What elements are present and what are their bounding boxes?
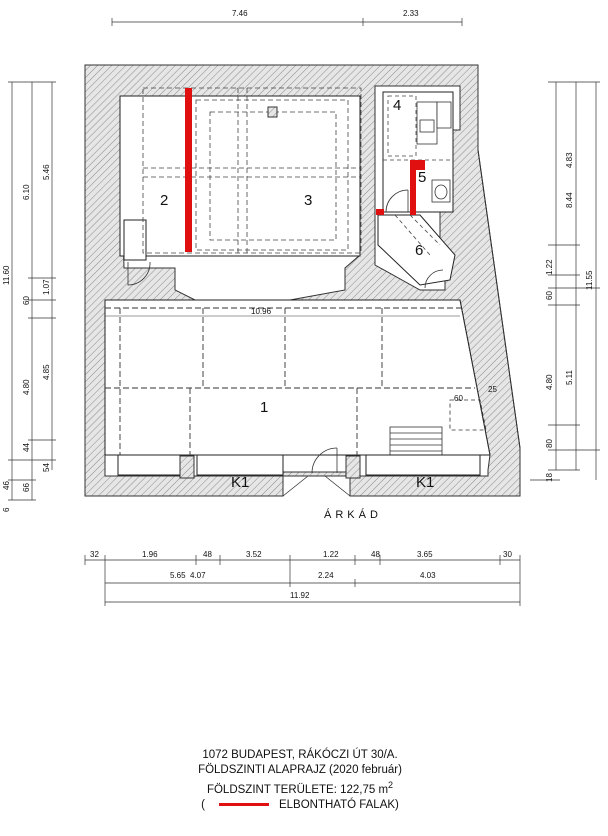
svg-text:44: 44	[22, 443, 31, 452]
svg-text:2.24: 2.24	[318, 571, 334, 580]
svg-text:5.65: 5.65	[170, 571, 186, 580]
room-label-6: 6	[415, 242, 423, 259]
right-dimension-lines	[530, 81, 600, 481]
svg-text:6: 6	[2, 507, 11, 512]
toilet-fixture	[431, 179, 451, 203]
bottom-dim-labels-row2: 5.65 4.07 2.24 4.03	[170, 571, 436, 580]
pillars	[179, 455, 361, 479]
caption-area-sup: 2	[388, 780, 394, 790]
room-label-2: 2	[160, 192, 168, 209]
svg-text:6.10: 6.10	[22, 184, 31, 200]
svg-text:60: 60	[545, 291, 554, 300]
svg-text:1.22: 1.22	[323, 550, 339, 559]
svg-text:11.60: 11.60	[2, 265, 11, 285]
caption-title: FÖLDSZINTI ALAPRAJZ (2020 február)	[198, 764, 402, 776]
legend-open: (	[201, 798, 205, 811]
k1-label-left: K1	[231, 474, 249, 491]
svg-text:18: 18	[545, 473, 554, 482]
svg-text:66: 66	[22, 483, 31, 492]
svg-text:5.46: 5.46	[42, 164, 51, 180]
svg-text:4.80: 4.80	[22, 379, 31, 395]
svg-text:1.96: 1.96	[142, 550, 158, 559]
caption-legend: ( ELBONTHATÓ FALAK)	[0, 798, 600, 813]
svg-text:8.44: 8.44	[565, 192, 574, 208]
svg-text:1.07: 1.07	[42, 279, 51, 295]
svg-text:10.96: 10.96	[251, 307, 272, 316]
svg-text:48: 48	[203, 550, 212, 559]
svg-text:4.83: 4.83	[565, 152, 574, 168]
room-label-5: 5	[418, 169, 426, 186]
stairs	[389, 399, 487, 458]
bottom-dim-labels-row1: 32 1.96 48 3.52 1.22 48 3.65 30	[90, 550, 512, 559]
plan-caption: 1072 BUDAPEST, RÁKÓCZI ÚT 30/A. FÖLDSZIN…	[0, 748, 600, 813]
caption-area-text: FÖLDSZINT TERÜLETE: 122,75 m	[206, 783, 389, 796]
caption-area: FÖLDSZINT TERÜLETE: 122,75 m2	[0, 778, 600, 798]
svg-text:1.22: 1.22	[545, 259, 554, 275]
top-dimension-line	[111, 18, 463, 26]
demolishable-wall-5	[410, 160, 425, 215]
left-dim-labels: 11.60 6.10 5.46 1.07 60 4.80 4.85 44 54 …	[2, 164, 51, 512]
bottom-dimension-lines	[84, 555, 521, 606]
room-label-3: 3	[304, 192, 312, 209]
floor-plan: 1 2 3 4 5 6 K1 K1 ÁRKÁD 10.96 60 25 7.46…	[2, 9, 600, 606]
inner-dim-1096: 10.96	[105, 307, 460, 317]
svg-text:32: 32	[90, 550, 99, 559]
inner-dim-60: 60	[454, 394, 463, 403]
right-facade	[477, 149, 521, 449]
demolishable-wall-small	[376, 209, 384, 215]
left-dimension-lines	[8, 81, 56, 501]
svg-text:46: 46	[2, 481, 11, 490]
door-room6	[424, 269, 444, 289]
chimney-square	[267, 106, 278, 118]
svg-text:5.11: 5.11	[565, 369, 574, 385]
svg-text:3.52: 3.52	[246, 550, 262, 559]
door-room2	[127, 261, 151, 286]
sink-fixture	[416, 101, 452, 145]
rooms-upper-left	[119, 95, 361, 261]
svg-text:60: 60	[22, 296, 31, 305]
svg-text:4.07: 4.07	[190, 571, 206, 580]
svg-text:48: 48	[371, 550, 380, 559]
front-facade	[117, 454, 481, 476]
demolishable-wall-2-3	[185, 88, 192, 252]
inner-dim-25: 25	[488, 385, 497, 394]
rooms-upper-left-dashed	[142, 87, 362, 254]
door-room5	[385, 189, 409, 213]
entrance-door	[282, 447, 351, 497]
caption-address: 1072 BUDAPEST, RÁKÓCZI ÚT 30/A.	[202, 749, 398, 761]
top-dim-2: 2.33	[403, 9, 419, 18]
top-dim-1: 7.46	[232, 9, 248, 18]
bottom-dim-total: 11.92	[290, 591, 310, 600]
svg-text:54: 54	[42, 463, 51, 472]
svg-text:4.85: 4.85	[42, 364, 51, 380]
svg-text:4.03: 4.03	[420, 571, 436, 580]
legend-label: ELBONTHATÓ FALAK)	[278, 798, 399, 811]
svg-text:4.80: 4.80	[545, 374, 554, 390]
room1-beams	[105, 299, 491, 456]
svg-text:30: 30	[503, 550, 512, 559]
arkad-label: ÁRKÁD	[324, 508, 382, 521]
room-label-1: 1	[260, 399, 268, 416]
room-label-4: 4	[393, 97, 401, 114]
legend-red-line	[218, 803, 269, 807]
svg-text:11.55: 11.55	[585, 270, 594, 290]
k1-label-right: K1	[416, 474, 434, 491]
svg-text:80: 80	[545, 439, 554, 448]
svg-text:3.65: 3.65	[417, 550, 433, 559]
right-dim-labels: 4.83 8.44 11.55 1.22 60 4.80 5.11 80 18	[545, 152, 594, 482]
